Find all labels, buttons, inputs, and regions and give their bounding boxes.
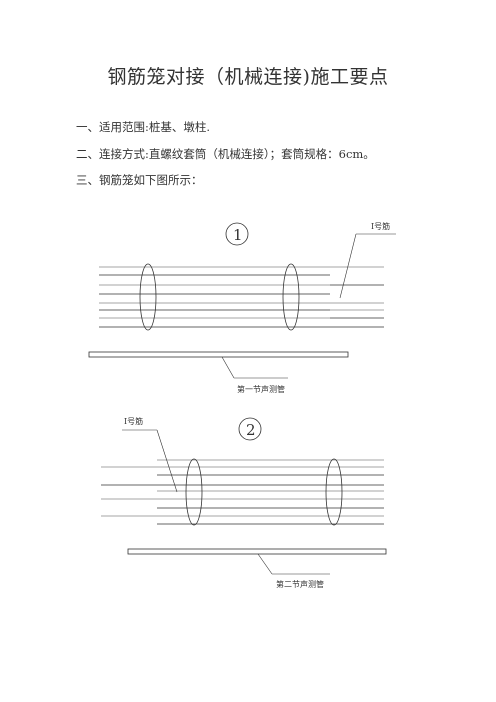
page-title: 钢筋笼对接（机械连接)施工要点 — [107, 66, 389, 88]
figure-1-sounding-pipe — [88, 351, 349, 358]
figure-2-sounding-pipe — [127, 548, 387, 555]
figure-2-bar-label: Ⅰ号筋 — [124, 416, 143, 426]
figure-1-ring-left — [139, 263, 157, 331]
figure-2: 2 Ⅰ号筋 — [101, 416, 387, 589]
figure-1-ring-right — [282, 263, 300, 331]
figure-2-bars — [101, 459, 384, 525]
text-line-scope: 一、适用范围:桩基、墩柱. — [76, 120, 211, 134]
figure-1-pipe-leader — [221, 356, 235, 379]
figure-2-ring-right — [325, 458, 343, 526]
figure-1-pipe-label: 第一节声测管 — [237, 384, 285, 394]
figure-2-pipe-leader — [257, 553, 273, 575]
figure-1-bar-leader — [339, 233, 357, 299]
text-line-figure-intro: 三、钢筋笼如下图所示： — [76, 173, 203, 187]
figure-1: 1 — [88, 221, 396, 394]
figure-1-bars — [99, 266, 384, 328]
figure-2-ring-left — [185, 458, 203, 526]
figure-1-number-circle — [225, 222, 249, 246]
figure-2-number: 2 — [246, 421, 256, 439]
text-line-connection: 二、连接方式:直螺纹套筒（机械连接）；套筒规格：6cm。 — [76, 147, 375, 161]
figure-2-pipe-label: 第二节声测管 — [276, 579, 324, 589]
figure-1-number: 1 — [233, 226, 243, 244]
figure-1-bar-label: Ⅰ号筋 — [371, 221, 390, 231]
figure-2-number-circle — [238, 417, 262, 441]
